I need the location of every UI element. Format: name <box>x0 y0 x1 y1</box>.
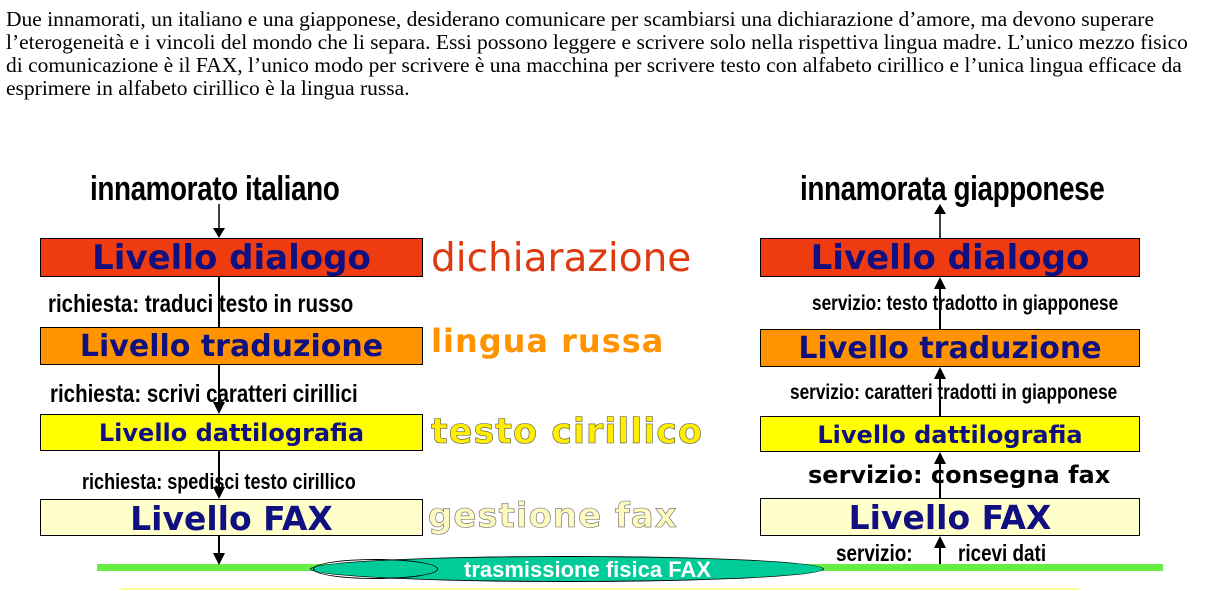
left-level-fax: Livello FAX <box>40 499 423 537</box>
right-arrow-4 <box>934 452 946 464</box>
right-arrow-2 <box>934 277 946 289</box>
right-level-dattilografia: Livello dattilografia <box>760 416 1140 452</box>
left-level-traduzione: Livello traduzione <box>40 327 423 365</box>
left-title: innamorato italiano <box>90 170 340 208</box>
left-arrow-3 <box>213 487 225 499</box>
protocol-gestione-fax: gestione fax <box>428 496 678 537</box>
left-arrow-2 <box>213 402 225 414</box>
right-service-1: servizio: testo tradotto in giapponese <box>812 292 1119 315</box>
right-service-4-detail: ricevi dati <box>958 540 1047 566</box>
right-arrow-5 <box>934 536 946 548</box>
right-level-traduzione: Livello traduzione <box>760 329 1140 367</box>
right-service-2: servizio: caratteri tradotti in giappone… <box>790 381 1118 404</box>
left-connector-1 <box>218 277 220 327</box>
left-connector-4 <box>218 536 220 556</box>
right-connector-3 <box>939 462 941 498</box>
protocol-dichiarazione: dichiarazione <box>431 236 692 281</box>
protocol-lingua-russa: lingua russa <box>431 322 665 360</box>
left-request-2: richiesta: scrivi caratteri cirillici <box>50 380 358 408</box>
right-level-fax: Livello FAX <box>760 498 1140 537</box>
left-arrow-4 <box>213 553 225 565</box>
physical-channel-inner-ellipse <box>313 559 438 579</box>
left-arrow-1 <box>213 204 225 238</box>
physical-channel-label: trasmissione fisica FAX <box>464 557 711 582</box>
right-service-3: servizio: consegna fax <box>808 461 1111 489</box>
left-connector-2 <box>218 365 220 405</box>
right-connector-2 <box>939 377 941 416</box>
left-request-1: richiesta: traduci testo in russo <box>48 290 354 318</box>
intro-paragraph: Due innamorati, un italiano e una giappo… <box>6 7 1188 100</box>
protocol-testo-cirillico: testo cirillico <box>431 412 704 453</box>
right-arrow-3 <box>934 367 946 379</box>
left-level-dattilografia: Livello dattilografia <box>40 414 423 451</box>
left-request-3: richiesta: spedisci testo cirillico <box>82 469 356 494</box>
right-connector-4 <box>939 546 941 564</box>
right-level-dialogo: Livello dialogo <box>760 238 1140 278</box>
bottom-underline <box>120 588 1080 590</box>
left-connector-3 <box>218 451 220 489</box>
left-level-dialogo: Livello dialogo <box>40 238 423 278</box>
right-title: innamorata giapponese <box>800 170 1105 208</box>
right-connector-1 <box>939 287 941 329</box>
right-service-4: servizio: <box>836 540 913 566</box>
right-arrow-1 <box>934 204 946 238</box>
